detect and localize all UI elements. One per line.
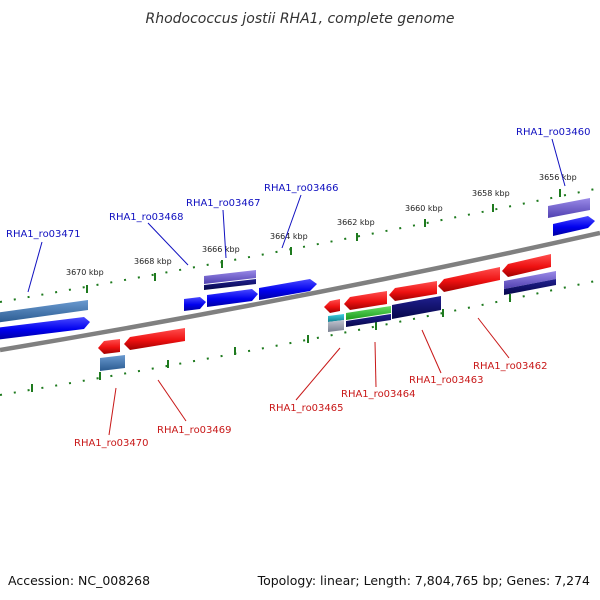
tick-label-3660: 3660 kbp (405, 204, 443, 213)
tick-label-3664: 3664 kbp (270, 232, 308, 241)
gene-ro03469[interactable] (124, 328, 185, 350)
gene-ro03467-dark[interactable] (204, 279, 256, 290)
gene-label-ro03467[interactable]: RHA1_ro03467 (186, 198, 261, 209)
gene-ro03465[interactable] (328, 314, 344, 322)
leader-ro03464 (374, 341, 377, 388)
gene-label-ro03460[interactable]: RHA1_ro03460 (516, 127, 591, 138)
gene-ro03471[interactable] (0, 300, 88, 323)
leader-ro03469 (157, 379, 187, 422)
gene-ro03462-purple[interactable] (504, 271, 556, 289)
gene-label-ro03466[interactable]: RHA1_ro03466 (264, 183, 339, 194)
gene-label-ro03469[interactable]: RHA1_ro03469 (157, 425, 232, 436)
upper-major-ticks (86, 189, 561, 293)
accession-text: Accession: NC_008268 (8, 573, 150, 588)
minus-leader-lines (108, 317, 510, 436)
tick-label-3670: 3670 kbp (66, 268, 104, 277)
gene-ro03467-upper[interactable] (204, 270, 256, 284)
gene-ro03464-red[interactable] (344, 291, 387, 310)
gene-ro03463-red[interactable] (389, 281, 437, 301)
gene-ro03470-steel[interactable] (100, 355, 125, 371)
tick-label-3656: 3656 kbp (539, 173, 577, 182)
gene-label-ro03465[interactable]: RHA1_ro03465 (269, 403, 344, 414)
leader-ro03471 (27, 241, 43, 293)
lower-major-ticks (31, 294, 511, 392)
leader-ro03468 (147, 222, 189, 266)
gene-label-ro03468[interactable]: RHA1_ro03468 (109, 212, 184, 223)
leader-ro03465 (295, 347, 341, 401)
genome-summary-text: Topology: linear; Length: 7,804,765 bp; … (257, 573, 590, 588)
gene-ro03464-dark[interactable] (346, 314, 391, 327)
gene-ro03460-upper[interactable] (548, 198, 590, 218)
leader-ro03462 (477, 317, 510, 359)
gene-ro03466[interactable] (259, 279, 317, 300)
gene-ro03462-red[interactable] (438, 267, 500, 292)
map-title: Rhodococcus jostii RHA1, complete genome (145, 11, 454, 27)
tick-label-3668: 3668 kbp (134, 257, 172, 266)
gene-label-ro03464[interactable]: RHA1_ro03464 (341, 389, 416, 400)
leader-ro03463 (421, 329, 442, 374)
gene-label-ro03471[interactable]: RHA1_ro03471 (6, 229, 81, 240)
gene-ro03460[interactable] (553, 216, 595, 236)
gene-label-ro03462[interactable]: RHA1_ro03462 (473, 361, 548, 372)
tick-label-3666: 3666 kbp (202, 245, 240, 254)
gene-ro03471-neighbor[interactable] (0, 317, 90, 340)
gene-ro03463[interactable] (392, 296, 441, 319)
upper-scale-line (0, 187, 600, 303)
gene-label-ro03470[interactable]: RHA1_ro03470 (74, 438, 149, 449)
plus-strand-genes (0, 198, 595, 340)
tick-label-3658: 3658 kbp (472, 189, 510, 198)
leader-ro03470 (108, 387, 117, 436)
gene-ro03467-lower[interactable] (207, 289, 258, 307)
gene-ro03465-red[interactable] (324, 299, 340, 313)
gene-ro03464[interactable] (346, 306, 391, 320)
leader-ro03460 (551, 138, 566, 187)
gene-ro03462[interactable] (502, 254, 551, 277)
plus-leader-lines (27, 138, 566, 293)
lower-scale-line (0, 279, 600, 396)
gene-ro03465-grey[interactable] (328, 320, 344, 332)
gene-ro03470[interactable] (98, 339, 120, 354)
leader-ro03466 (281, 194, 302, 249)
gene-ro03462-dark[interactable] (504, 279, 556, 295)
genome-backbone (0, 230, 600, 353)
minus-strand-genes (98, 254, 556, 371)
gene-label-ro03463[interactable]: RHA1_ro03463 (409, 375, 484, 386)
gene-ro03468[interactable] (184, 297, 206, 311)
tick-label-3662: 3662 kbp (337, 218, 375, 227)
leader-ro03467 (222, 209, 227, 259)
